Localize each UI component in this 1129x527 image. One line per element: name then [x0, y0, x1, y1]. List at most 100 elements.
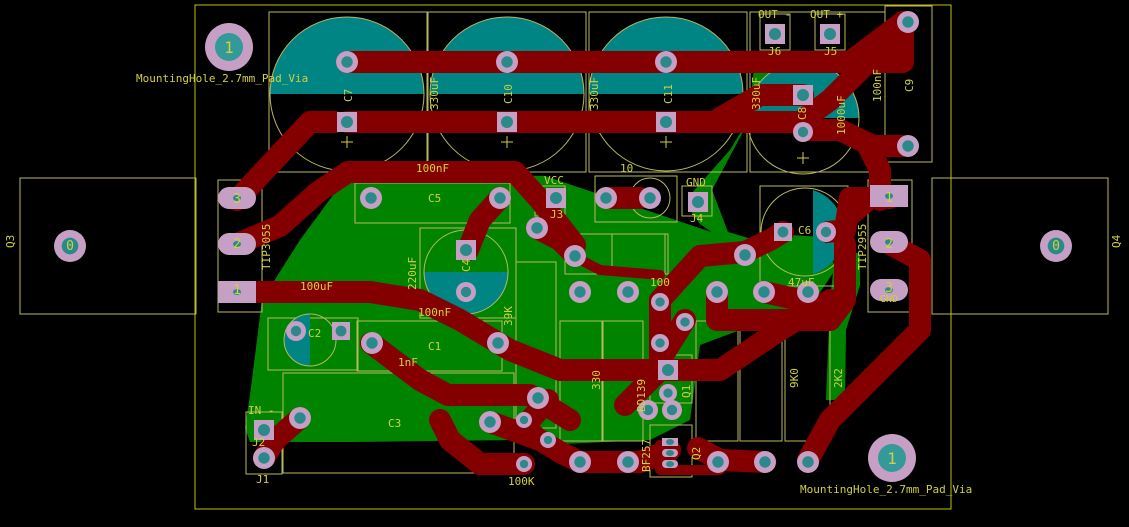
c9-value: 100nF: [871, 69, 884, 102]
pad-drill: [739, 249, 751, 261]
c6-label: C6: [798, 224, 811, 237]
copper-trace: [226, 111, 346, 211]
c7-label: C7: [342, 89, 355, 102]
mounting-hole-top[interactable]: 1: [205, 23, 253, 71]
pad-drill: [460, 286, 472, 298]
q4-label: Q4: [1110, 234, 1123, 248]
r-2k2-label: 2K2: [832, 368, 845, 388]
q3-pin3: 3: [233, 192, 241, 207]
j1-label: J1: [256, 473, 269, 486]
polarity-mark: [341, 136, 353, 148]
pad-drill: [666, 461, 674, 467]
value-100nf: 100nF: [416, 162, 449, 175]
value-47uf: 47uF: [788, 276, 815, 289]
q3-pin2: 2: [233, 237, 241, 252]
pad-drill: [341, 116, 353, 128]
pad-drill: [660, 116, 672, 128]
value-1nf: 1nF: [398, 356, 418, 369]
q2-label: Q2: [690, 447, 703, 460]
copper-trace: [709, 84, 814, 129]
pad-drill: [711, 286, 723, 298]
q4-pin1: 1: [885, 191, 893, 206]
q3-pin1: 1: [233, 283, 241, 298]
copper-trace: [792, 119, 914, 157]
j5-label: J5: [824, 45, 837, 58]
pad-drill: [460, 244, 472, 256]
pad-drill: [550, 192, 562, 204]
pad-drill: [290, 325, 302, 337]
pad-drill: [233, 195, 241, 201]
pad-drill: [574, 286, 586, 298]
pad-drill: [797, 126, 809, 138]
pad-drill: [902, 140, 914, 152]
pad-drill: [758, 286, 770, 298]
pad-drill: [712, 456, 724, 468]
c7-value: 330uF: [428, 77, 441, 110]
value-100: 100: [650, 276, 670, 289]
pad-drill: [335, 325, 347, 337]
pad-drill: [501, 56, 513, 68]
value-100uf: 100uF: [300, 280, 333, 293]
pad-drill: [543, 435, 553, 445]
copper-trace: [226, 281, 841, 381]
copper-trace: [706, 233, 856, 331]
out-minus-label: OUT -: [758, 8, 791, 21]
value-100nf: 100nF: [418, 306, 451, 319]
q4-pin3: 3: [885, 281, 893, 296]
j2-label: J2: [252, 436, 265, 449]
polarity-mark: [501, 136, 513, 148]
pad-drill: [258, 452, 270, 464]
c11-value: 330uF: [750, 77, 763, 110]
pad-drill: [885, 287, 893, 293]
q4-pin3-net: GND: [880, 294, 898, 305]
value-39k: 39K: [502, 306, 515, 326]
pad-drill: [294, 412, 306, 424]
pad-numbers: 3 2 1 1 2 3 GND 0 0: [66, 191, 1060, 305]
pad-drill: [494, 192, 506, 204]
polarity-mark: [797, 152, 809, 164]
pad-drill: [655, 297, 665, 307]
mounting-hole-bottom[interactable]: 1: [868, 434, 916, 482]
pad-drill: [777, 226, 789, 238]
copper-trace: [226, 161, 586, 256]
mounting-hole-label: MountingHole_2.7mm_Pad_Via: [800, 483, 972, 496]
copper-trace: [655, 440, 725, 475]
pad-drill: [531, 222, 543, 234]
bd139-label: BD139: [635, 379, 648, 412]
pad-drill: [532, 392, 544, 404]
pad-drill: [622, 286, 634, 298]
q1-label: Q1: [680, 385, 693, 398]
pad-drill: [644, 192, 656, 204]
c1-label: C1: [428, 340, 441, 353]
pad-drill: [759, 456, 771, 468]
pad-drill: [574, 456, 586, 468]
c4-label: C4: [460, 258, 473, 272]
c4-value: 220uF: [406, 257, 419, 290]
pad-drill: [680, 317, 690, 327]
out-plus-label: OUT +: [810, 8, 843, 21]
pad-drill: [885, 239, 893, 245]
c10-value: 330uF: [588, 77, 601, 110]
value-10: 10: [620, 162, 633, 175]
copper-trace: [429, 409, 535, 475]
pad-drill: [802, 456, 814, 468]
polarity-mark: [660, 136, 672, 148]
pad-drill: [258, 424, 270, 436]
pad-drill: [824, 28, 836, 40]
pad-drill: [492, 337, 504, 349]
pad-drill: [1047, 237, 1065, 255]
pad-drill: [655, 338, 665, 348]
copper-trace: [336, 11, 914, 133]
q3-hole-number: 0: [66, 239, 74, 254]
component-pads[interactable]: [54, 11, 1072, 479]
value-100k: 100K: [508, 475, 535, 488]
silkscreen-labels: MountingHole_2.7mm_Pad_Via MountingHole_…: [4, 8, 1123, 496]
pad-drill: [666, 450, 674, 456]
mounting-hole-pad-number: 1: [224, 38, 234, 57]
pad-drill: [600, 192, 612, 204]
mounting-hole-label: MountingHole_2.7mm_Pad_Via: [136, 72, 308, 85]
board-edge: [194, 4, 952, 510]
pad-drill: [642, 404, 654, 416]
